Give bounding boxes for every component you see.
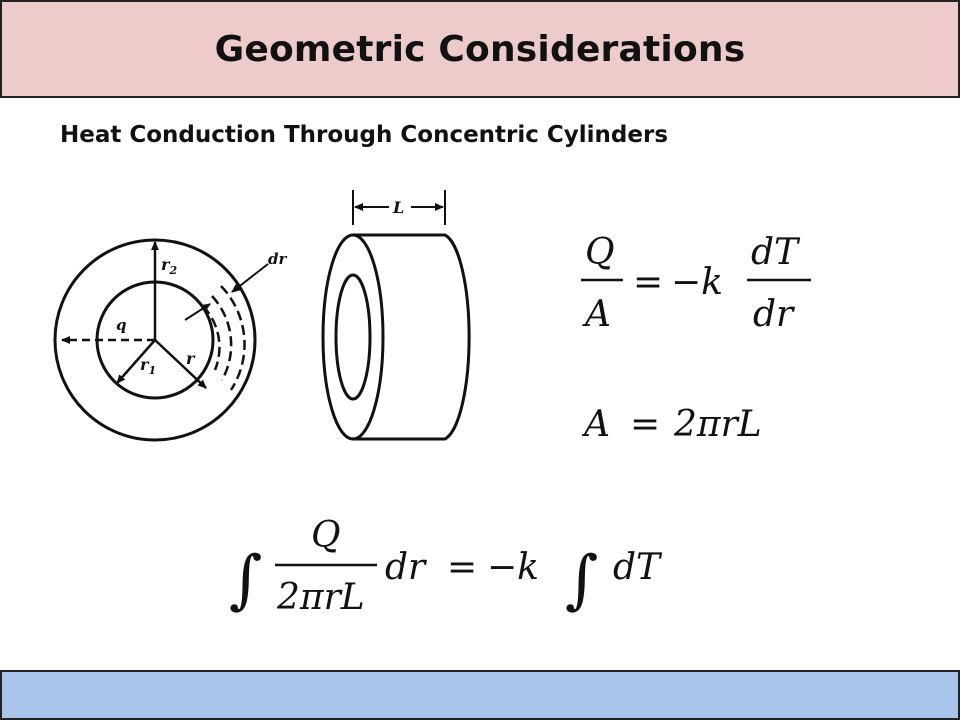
eq3-den: 2πrL — [276, 577, 365, 618]
eq3-integral-2: ∫ — [565, 543, 598, 617]
eq2-equals: = — [630, 404, 660, 445]
eq1-rhs-den: dr — [753, 294, 795, 335]
eq3-equals: = — [447, 547, 477, 588]
equation-fourier-law: Q A = −k dT dr — [581, 232, 811, 335]
eq3-dr: dr — [385, 547, 427, 588]
outer-circle — [53, 238, 257, 442]
cylinder-body — [353, 233, 471, 441]
dashed-shell-3 — [220, 285, 246, 391]
title-bar: Geometric Considerations — [0, 0, 960, 98]
footer-bar — [0, 670, 960, 720]
r-arrow — [154, 339, 207, 389]
dr-label: dr — [268, 250, 287, 268]
eq3-num: Q — [311, 515, 341, 556]
cross-section-diagram: r2 r1 r q dr — [53, 238, 287, 442]
dashed-shell-2 — [211, 295, 233, 381]
eq1-rhs-num: dT — [751, 232, 801, 273]
r-label: r — [186, 349, 196, 368]
slide-subtitle: Heat Conduction Through Concentric Cylin… — [60, 122, 669, 148]
cylinder-side-view: L — [321, 190, 471, 441]
eq3-neg-k: −k — [487, 547, 539, 588]
L-label: L — [392, 198, 404, 217]
eq2-lhs: A — [582, 404, 610, 445]
equation-integral: ∫ Q 2πrL dr = −k ∫ dT — [229, 515, 663, 618]
r1-arrow — [116, 339, 156, 384]
slide-title: Geometric Considerations — [214, 28, 746, 70]
eq2-rhs: 2πrL — [673, 404, 762, 445]
q-label: q — [116, 316, 127, 334]
eq1-lhs-num: Q — [585, 232, 615, 273]
r1-label: r1 — [140, 355, 156, 377]
eq1-lhs-den: A — [582, 294, 611, 335]
equation-area: A = 2πrL — [582, 404, 762, 445]
eq1-neg-k: −k — [671, 262, 723, 303]
eq3-integral-1: ∫ — [229, 543, 262, 617]
eq3-dT: dT — [613, 547, 663, 588]
r2-label: r2 — [161, 255, 177, 277]
cylinder-hole — [334, 273, 372, 401]
dashed-shell-1 — [202, 305, 221, 371]
shell-pointer-arrow — [184, 303, 211, 321]
eq1-equals: = — [633, 262, 663, 303]
dr-leader-arrow — [231, 263, 269, 293]
